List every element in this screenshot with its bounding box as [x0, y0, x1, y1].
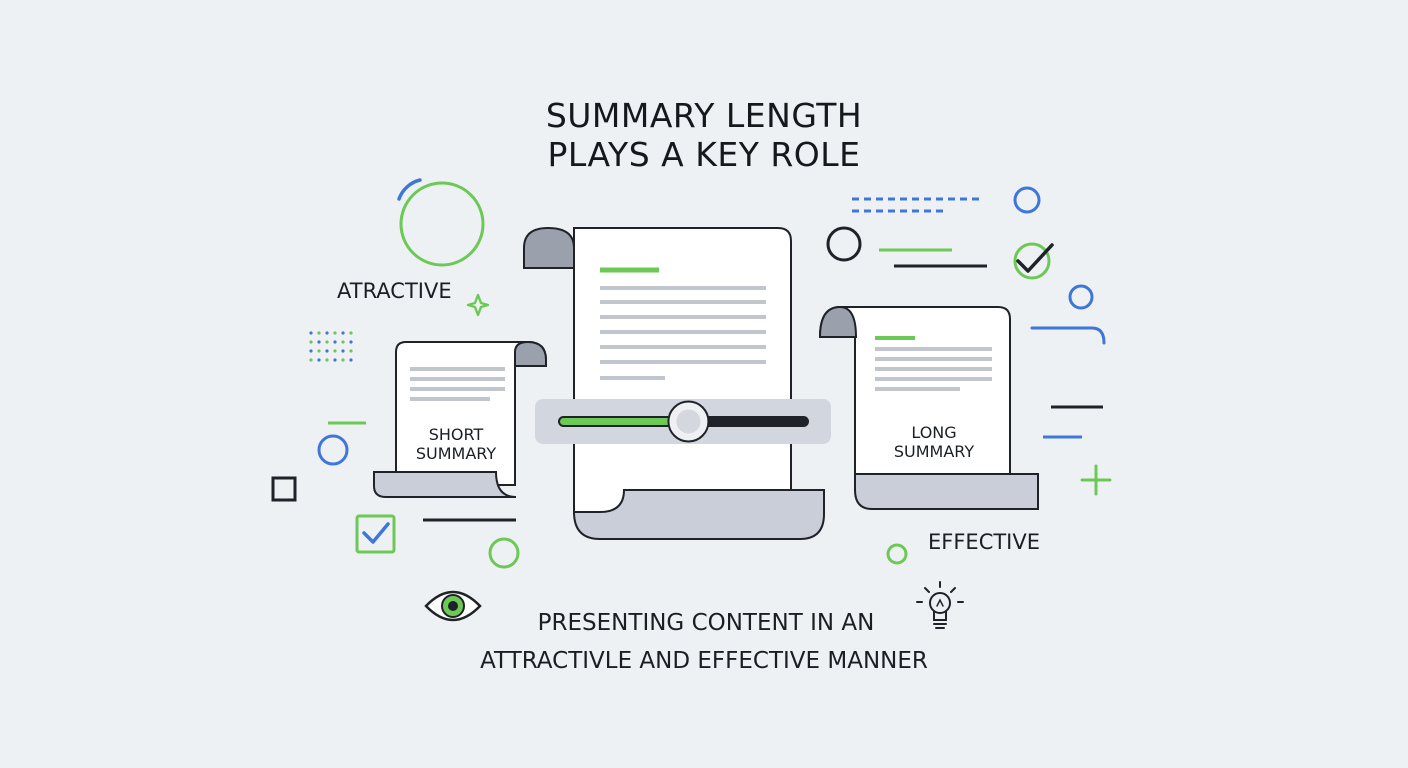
dot-grid-dot [309, 340, 313, 344]
check-circle-icon [1013, 242, 1054, 280]
tagline-line-2: ATTRACTIVLE AND EFFECTIVE MANNER [480, 648, 928, 674]
dot-grid-dot [341, 358, 345, 362]
dot-grid-dot [309, 349, 313, 353]
dot-grid-dot [309, 331, 313, 335]
page-title-line-1: SUMMARY LENGTH [545, 96, 863, 135]
dot-grid-dot [309, 358, 313, 362]
short-summary-label-line-1: SHORT [428, 425, 484, 444]
center-scroll-document [523, 226, 825, 540]
dot-grid-dot [317, 349, 321, 353]
right-decorations [826, 186, 1112, 565]
dot-grid-dot [333, 331, 337, 335]
lightbulb-icon [916, 581, 964, 629]
short-summary-document [373, 340, 547, 498]
tagline-line-1: PRESENTING CONTENT IN AN [537, 610, 875, 636]
effective-label: EFFECTIVE [928, 530, 1041, 554]
left-decorations [271, 178, 520, 569]
dot-grid-dot [325, 331, 329, 335]
long-summary-label-line-1: LONG [911, 423, 957, 442]
dot-grid-dot [333, 340, 337, 344]
dot-grid-dot [349, 340, 353, 344]
ring-decoration [1013, 186, 1041, 214]
sparkle-icon [466, 293, 490, 317]
checkbox-empty-icon [271, 476, 297, 502]
short-summary-label: SHORT SUMMARY [396, 425, 516, 463]
dot-grid-dot [349, 331, 353, 335]
dot-grid-dot [317, 358, 321, 362]
dot-grid-dot [333, 358, 337, 362]
dot-grid-decoration [309, 331, 353, 362]
page-title-line-2: PLAYS A KEY ROLE [547, 135, 861, 174]
attractive-label: ATRACTIVE [337, 279, 452, 303]
plus-icon [1080, 464, 1112, 496]
dot-grid-dot [325, 349, 329, 353]
ring-decoration [886, 543, 908, 565]
slider-knob[interactable] [667, 400, 710, 443]
ring-decoration [1068, 284, 1094, 310]
ring-decoration [399, 181, 485, 267]
dot-grid-dot [341, 349, 345, 353]
dot-grid-dot [317, 340, 321, 344]
long-summary-label-line-2: SUMMARY [893, 442, 975, 461]
length-slider[interactable] [535, 399, 831, 444]
checkbox-checked-icon [355, 514, 396, 554]
dot-grid-dot [325, 358, 329, 362]
long-summary-label: LONG SUMMARY [864, 423, 1004, 461]
dot-grid-dot [317, 331, 321, 335]
long-summary-text-lines [875, 347, 992, 391]
ring-decoration [488, 537, 520, 569]
dot-grid-dot [341, 331, 345, 335]
short-summary-label-line-2: SUMMARY [415, 444, 497, 463]
short-summary-text-lines [410, 367, 505, 401]
dot-grid-dot [341, 340, 345, 344]
long-summary-document [818, 305, 1039, 510]
dot-grid-dot [333, 349, 337, 353]
ring-decoration [317, 434, 349, 466]
eye-icon [424, 590, 482, 622]
ring-decoration [826, 226, 862, 262]
dot-grid-dot [349, 358, 353, 362]
dot-grid-dot [349, 349, 353, 353]
center-text-lines [600, 286, 766, 380]
dot-grid-dot [325, 340, 329, 344]
arc-decoration [397, 178, 422, 201]
slider-fill [560, 418, 689, 425]
